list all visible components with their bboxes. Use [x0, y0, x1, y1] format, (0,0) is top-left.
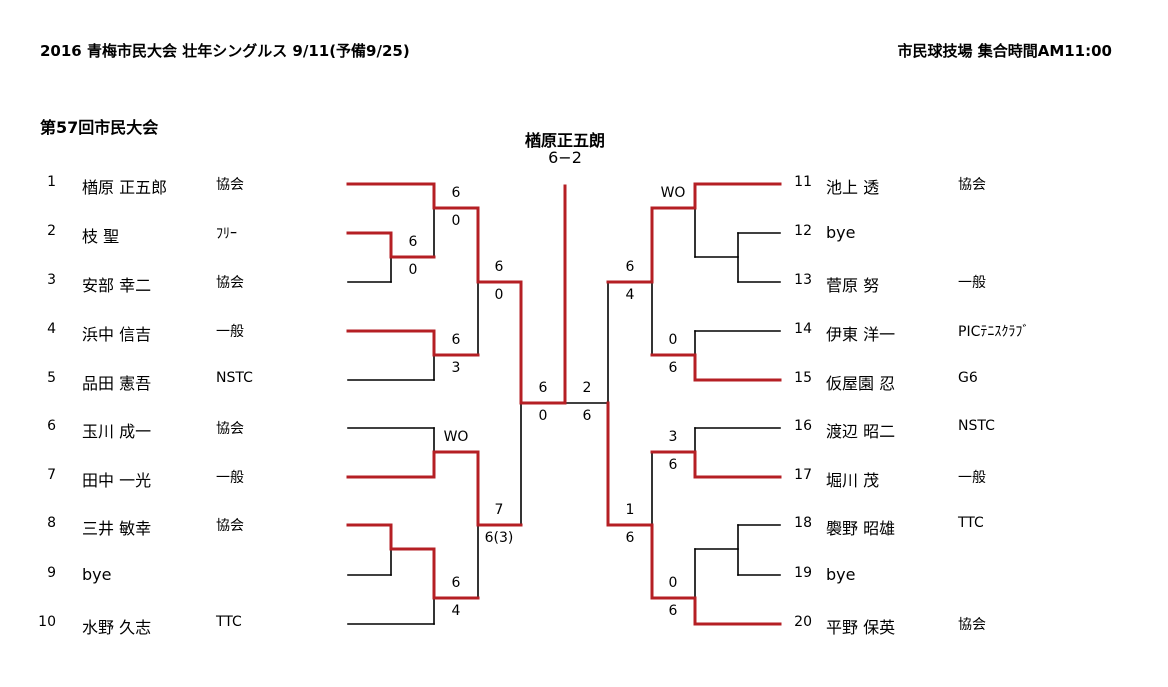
- player-num: 15: [794, 370, 812, 386]
- player-num: 6: [47, 418, 56, 434]
- player-name: bye: [826, 565, 856, 584]
- player-num: 5: [47, 370, 56, 386]
- player-name: 菅原 努: [826, 276, 880, 295]
- player-num: 14: [794, 321, 812, 337]
- match-score-top: 7: [494, 502, 504, 518]
- player-num: 11: [794, 174, 812, 190]
- player-num: 4: [47, 321, 56, 337]
- player-club: 協会: [216, 518, 244, 534]
- match-score-top: 6: [451, 185, 461, 201]
- match-score-bottom: 3: [451, 360, 461, 376]
- player-club: 一般: [958, 275, 986, 291]
- match-score-bottom: 0: [408, 262, 418, 278]
- match-score-top: 6: [408, 234, 418, 250]
- player-num: 3: [47, 272, 56, 288]
- match-score-bottom: 0: [538, 408, 548, 424]
- player-name: 池上 透: [826, 178, 880, 197]
- player-club: ﾌﾘｰ: [216, 226, 237, 242]
- player-club: 一般: [216, 470, 244, 486]
- player-num: 13: [794, 272, 812, 288]
- player-name: 渡辺 昭二: [826, 422, 896, 441]
- player-club: 協会: [216, 177, 244, 193]
- player-club: 協会: [216, 421, 244, 437]
- player-name: bye: [82, 565, 112, 584]
- player-num: 1: [47, 174, 56, 190]
- player-num: 20: [794, 614, 812, 630]
- match-score-bottom: 6: [625, 530, 635, 546]
- player-name: 玉川 成一: [82, 422, 152, 441]
- player-num: 2: [47, 223, 56, 239]
- player-name: 伊東 洋一: [826, 325, 896, 344]
- match-score-bottom: 6: [668, 603, 678, 619]
- player-name: 枝 聖: [82, 227, 120, 246]
- match-score-top: 0: [668, 575, 678, 591]
- player-name: 浜中 信吉: [82, 325, 152, 344]
- player-club: G6: [958, 370, 978, 386]
- match-score-top: 0: [668, 332, 678, 348]
- player-num: 18: [794, 515, 812, 531]
- match-score-bottom: 0: [451, 213, 461, 229]
- venue-time: 市民球技場 集合時間AM11:00: [897, 42, 1112, 60]
- match-score-bottom: 6: [668, 457, 678, 473]
- match-score-bottom: 4: [625, 287, 635, 303]
- player-num: 12: [794, 223, 812, 239]
- player-num: 7: [47, 467, 56, 483]
- player-club: 協会: [958, 617, 986, 633]
- match-score-top: 6: [494, 259, 504, 275]
- event-title: 2016 青梅市民大会 壮年シングルス 9/11(予備9/25): [40, 42, 410, 60]
- player-name: 水野 久志: [82, 618, 152, 637]
- player-num: 9: [47, 565, 56, 581]
- player-name: 堀川 茂: [826, 471, 880, 490]
- player-club: TTC: [216, 614, 242, 630]
- player-name: 平野 保英: [826, 618, 896, 637]
- player-club: 一般: [216, 324, 244, 340]
- match-score-top: 6: [625, 259, 635, 275]
- player-num: 19: [794, 565, 812, 581]
- match-score-top: WO: [660, 185, 686, 201]
- player-club: 協会: [958, 177, 986, 193]
- match-score-top: 3: [668, 429, 678, 445]
- player-club: PICﾃﾆｽｸﾗﾌﾞ: [958, 324, 1030, 340]
- player-club: 協会: [216, 275, 244, 291]
- match-score-top: 6: [451, 332, 461, 348]
- player-num: 8: [47, 515, 56, 531]
- match-score-bottom: 6: [582, 408, 592, 424]
- player-name: 安部 幸二: [82, 276, 152, 295]
- player-num: 16: [794, 418, 812, 434]
- match-score-bottom: 0: [494, 287, 504, 303]
- player-club: NSTC: [958, 418, 995, 434]
- match-score-top: 6: [451, 575, 461, 591]
- player-name: 楢原 正五郎: [82, 178, 168, 197]
- player-name: 三井 敏幸: [82, 519, 152, 538]
- match-score-bottom: 4: [451, 603, 461, 619]
- champion-name: 楢原正五朗: [524, 131, 606, 150]
- match-score-top: 2: [582, 380, 592, 396]
- player-club: TTC: [958, 515, 984, 531]
- match-score-top: 6: [538, 380, 548, 396]
- player-num: 17: [794, 467, 812, 483]
- player-name: 田中 一光: [82, 471, 152, 490]
- player-num: 10: [38, 614, 56, 630]
- match-score-bottom: 6(3): [484, 530, 514, 546]
- match-score-top: 1: [625, 502, 635, 518]
- match-score-bottom: 6: [668, 360, 678, 376]
- final-score: 6−2: [548, 148, 582, 167]
- player-name: 褜野 昭雄: [826, 519, 896, 538]
- player-club: NSTC: [216, 370, 253, 386]
- player-name: 仮屋園 忍: [826, 374, 896, 393]
- tournament-subtitle: 第57回市民大会: [40, 118, 159, 137]
- player-club: 一般: [958, 470, 986, 486]
- match-score-top: WO: [443, 429, 469, 445]
- player-name: 品田 憲吾: [82, 374, 152, 393]
- player-name: bye: [826, 223, 856, 242]
